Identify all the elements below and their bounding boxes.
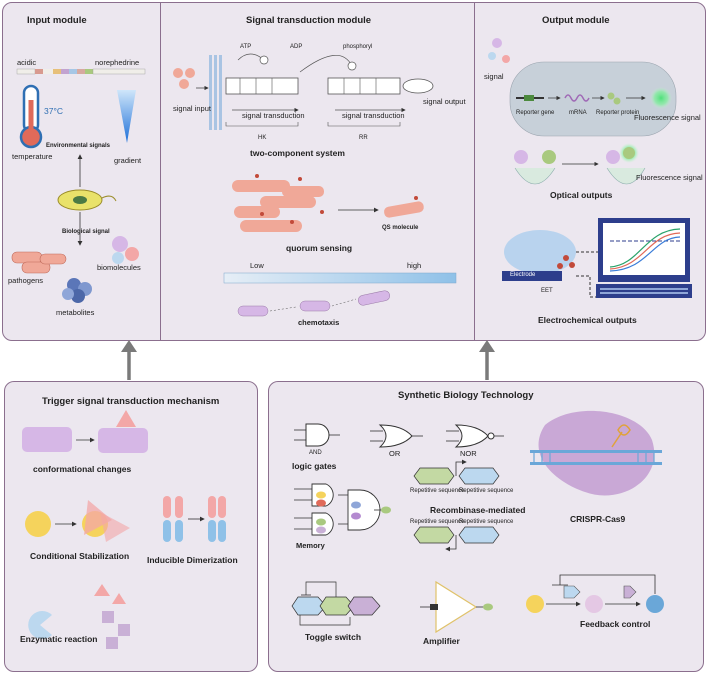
enzymatic-reaction-label: Enzymatic reaction — [20, 634, 98, 644]
repetitive-sequence-1: Repetitive sequence — [410, 488, 465, 494]
qs-molecule-label: QS molecule — [382, 225, 419, 231]
reporter-protein-label: Reporter protein — [596, 110, 640, 116]
gradient-label: gradient — [114, 156, 142, 165]
optical-outputs-label: Optical outputs — [550, 190, 613, 200]
repetitive-sequence-4: Repetitive sequence — [459, 519, 514, 525]
nor-gate-label: NOR — [460, 449, 477, 458]
signal-input-label: signal input — [173, 104, 211, 113]
input-module-panel — [2, 2, 161, 341]
trigger-mechanism-panel — [4, 381, 258, 672]
logic-gates-label: logic gates — [292, 461, 337, 471]
crispr-cas9-label: CRISPR-Cas9 — [570, 514, 626, 524]
phosphoryl-label: phosphoryl — [343, 44, 373, 50]
eet-label: EET — [541, 288, 553, 294]
recombinase-label: Recombinase-mediated — [430, 505, 526, 515]
up-arrow-right-icon — [479, 340, 495, 380]
signal-transduction-label-1: signal transduction — [242, 111, 305, 120]
signal-label: signal — [484, 72, 504, 81]
mrna-label: mRNA — [569, 110, 587, 116]
norephedrine-label: norephedrine — [95, 58, 140, 67]
electrochemical-outputs-label: Electrochemical outputs — [538, 315, 637, 325]
acidic-label: acidic — [17, 58, 37, 67]
toggle-switch-label: Toggle switch — [305, 632, 362, 642]
fluorescence-signal-label-2: Fluorescence signal — [636, 173, 703, 182]
chemotaxis-label: chemotaxis — [298, 318, 340, 327]
pathogens-label: pathogens — [8, 276, 44, 285]
low-label: Low — [250, 261, 264, 270]
signal-output-label: signal output — [423, 97, 466, 106]
conformational-changes-label: conformational changes — [33, 464, 132, 474]
feedback-control-label: Feedback control — [580, 619, 651, 629]
biomolecules-label: biomolecules — [97, 263, 141, 272]
fluorescence-signal-label-1: Fluorescence signal — [634, 113, 701, 122]
high-label: high — [407, 261, 422, 270]
conditional-stabilization-label: Conditional Stabilization — [30, 551, 130, 561]
quorum-sensing-label: quorum sensing — [286, 243, 353, 253]
or-gate-label: OR — [389, 449, 401, 458]
atp-label: ATP — [240, 44, 252, 50]
inducible-dimerization-label: Inducible Dimerization — [147, 555, 238, 565]
adp-label: ADP — [290, 44, 303, 50]
hk-label: HK — [258, 135, 267, 141]
and-gate-label: AND — [309, 450, 322, 456]
trigger-panel-title: Trigger signal transduction mechanism — [42, 396, 220, 407]
up-arrow-left-icon — [121, 340, 137, 380]
temp-value-label: 37°C — [44, 106, 63, 116]
electrode-label: Electrode — [510, 272, 536, 278]
signal-transduction-title: Signal transduction module — [246, 15, 372, 26]
biological-signal-label: Biological signal — [62, 229, 110, 235]
metabolites-label: metabolites — [56, 308, 95, 317]
signal-transduction-label-2: signal transduction — [342, 111, 405, 120]
input-module-title: Input module — [27, 15, 87, 26]
output-module-panel — [474, 2, 706, 341]
repetitive-sequence-2: Repetitive sequence — [459, 488, 514, 494]
memory-label: Memory — [296, 541, 325, 550]
temperature-label: temperature — [12, 152, 53, 161]
two-component-label: two-component system — [250, 148, 345, 158]
repetitive-sequence-3: Repetitive sequence — [410, 519, 465, 525]
rr-label: RR — [359, 135, 368, 141]
signal-transduction-panel — [160, 2, 475, 341]
environmental-signals-label: Environmental signals — [46, 143, 111, 149]
synbio-panel-title: Synthetic Biology Technology — [398, 390, 534, 401]
amplifier-label: Amplifier — [423, 636, 460, 646]
reporter-gene-label: Reporter gene — [516, 110, 555, 116]
output-module-title: Output module — [542, 15, 610, 26]
